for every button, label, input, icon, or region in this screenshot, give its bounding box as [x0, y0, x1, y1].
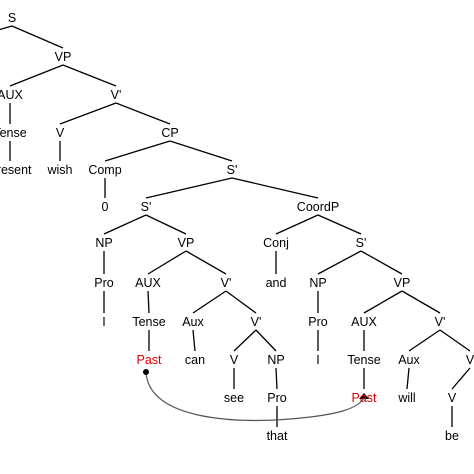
- tree-edge-sbar_left-np_left: [103, 214, 147, 235]
- node-see: see: [224, 391, 244, 405]
- node-that: that: [267, 429, 288, 443]
- node-tense-left: Tense: [132, 315, 165, 329]
- node-and: and: [266, 276, 287, 290]
- tree-edge-sbar_cp-sbar_left: [145, 177, 233, 199]
- node-pro-obj: Pro: [267, 391, 287, 405]
- node-aux-right: AUX: [351, 315, 377, 329]
- node-vbar2-left: V': [251, 315, 262, 329]
- node-sbar-left: S': [141, 200, 152, 214]
- arc-start-dot: [143, 369, 149, 375]
- node-np-left: NP: [95, 236, 112, 250]
- node-aux-main: AUX: [0, 88, 24, 102]
- tree-edge-vbar2_left-v_see: [233, 329, 257, 352]
- arc-arrowhead: [359, 393, 369, 399]
- tree-edge-aux2_left-can: [192, 329, 196, 352]
- tree-edge-sbar_right-vp_right: [360, 250, 403, 275]
- tree-edge-vp_right-aux_right: [363, 290, 403, 314]
- tree-edge-sbar_left-vp_left: [145, 214, 187, 235]
- tree-edge-vp_left-vbar_left: [185, 250, 227, 275]
- node-tense-main: Tense: [0, 126, 27, 140]
- node-vp-main: VP: [55, 50, 72, 64]
- tree-edge-coordp-sbar_right: [317, 214, 362, 235]
- node-vp-left: VP: [178, 236, 195, 250]
- tree-edge-vp_right-vbar_right: [401, 290, 441, 314]
- node-v-partial: V: [466, 353, 474, 367]
- node-s-root: S: [8, 11, 16, 25]
- node-comp: Comp: [88, 163, 121, 177]
- node-will: will: [397, 391, 415, 405]
- node-vbar-right: V': [435, 315, 446, 329]
- node-past-left: Past: [136, 353, 162, 367]
- node-cp: CP: [161, 126, 178, 140]
- node-conj: Conj: [263, 236, 289, 250]
- node-can: can: [185, 353, 205, 367]
- tree-edge-vbar_main-v_wish: [59, 102, 117, 125]
- tree-edge-coordp-conj: [275, 214, 319, 235]
- node-pro-right: Pro: [308, 315, 328, 329]
- tree-edge-cp-sbar_cp: [169, 140, 233, 162]
- node-vbar-left: V': [221, 276, 232, 290]
- node-sbar-cp: S': [227, 163, 238, 177]
- node-np-right: NP: [309, 276, 326, 290]
- tree-edge-s_root-vp_main: [11, 25, 64, 49]
- node-pro-left: Pro: [94, 276, 114, 290]
- tree-edge-vp_main-aux_main: [9, 64, 64, 87]
- node-be: be: [445, 429, 459, 443]
- node-zero: 0: [102, 200, 109, 214]
- agreement-arc: [145, 372, 365, 422]
- node-i-left: I: [102, 315, 105, 329]
- node-aux2-right: Aux: [398, 353, 420, 367]
- tree-edge-aux2_right-will: [406, 367, 410, 390]
- tree-edge-vbar2_left-np_obj: [255, 329, 277, 352]
- node-i-right: I: [316, 353, 319, 367]
- node-v-be: V: [448, 391, 457, 405]
- tree-edge-vbar_left-aux2_left: [192, 290, 227, 314]
- tree-edge-cp-comp: [104, 140, 171, 162]
- tree-edge-vbar_left-vbar2_left: [225, 290, 257, 314]
- node-sbar-right: S': [356, 236, 367, 250]
- tree-edge-sbar_cp-coordp: [231, 177, 319, 199]
- node-coordp: CoordP: [297, 200, 339, 214]
- node-wish: wish: [46, 163, 72, 177]
- tree-edge-vbar_main-cp: [115, 102, 171, 125]
- tree-edge-s_root-leftoff: [0, 25, 13, 31]
- node-aux2-left: Aux: [182, 315, 204, 329]
- node-v-see: V: [230, 353, 239, 367]
- node-aux-left: AUX: [135, 276, 161, 290]
- node-v-wish: V: [56, 126, 65, 140]
- node-present: Present: [0, 163, 32, 177]
- node-past-right: Past: [351, 391, 377, 405]
- tree-edge-np_obj-pro_obj: [275, 367, 278, 390]
- tree-edge-vbar_right-v_partial: [439, 329, 471, 352]
- node-vbar-main: V': [111, 88, 122, 102]
- tree-edge-vp_main-vbar_main: [62, 64, 117, 87]
- tree-edge-sbar_right-np_right: [317, 250, 362, 275]
- tree-edge-vp_left-aux_left: [147, 250, 187, 275]
- node-np-obj: NP: [267, 353, 284, 367]
- node-vp-right: VP: [394, 276, 411, 290]
- tree-edge-aux_left-tense_left: [147, 290, 150, 314]
- tree-labels: SVPAUXV'TensePresentVCPwishCompS'0S'Coor…: [0, 11, 474, 443]
- node-tense-right: Tense: [347, 353, 380, 367]
- tree-edge-vbar_right-aux2_right: [408, 329, 441, 352]
- tree-edges: [0, 25, 471, 427]
- tree-edge-v_partial-v_be: [451, 367, 471, 390]
